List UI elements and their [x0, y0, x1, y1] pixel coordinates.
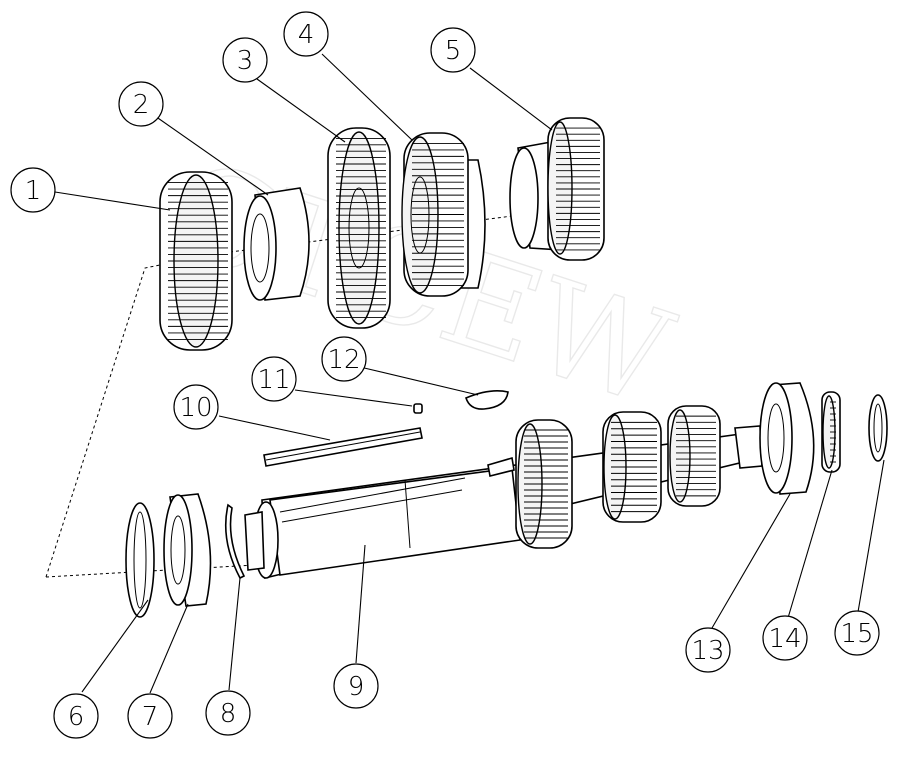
svg-text:13: 13 — [691, 636, 724, 666]
svg-text:5: 5 — [445, 36, 462, 66]
callout-14: 14 — [762, 615, 808, 661]
svg-text:4: 4 — [298, 20, 315, 50]
svg-text:12: 12 — [327, 345, 360, 375]
svg-text:11: 11 — [257, 365, 290, 395]
callout-1: 1 — [10, 167, 56, 213]
gear-teeth — [412, 143, 464, 286]
callout-10: 10 — [173, 384, 219, 430]
ring-6 — [125, 502, 155, 618]
gear-teeth — [524, 429, 568, 539]
svg-text:9: 9 — [348, 672, 365, 702]
gear-teeth — [168, 182, 228, 340]
callout-2: 2 — [118, 81, 164, 127]
callout-7: 7 — [127, 693, 173, 739]
circlip-8 — [224, 503, 246, 580]
assembly-dashed-line — [45, 261, 176, 578]
svg-text:10: 10 — [179, 393, 212, 423]
gear-teeth — [336, 137, 386, 319]
gear-teeth — [556, 127, 600, 251]
bearing-7 — [163, 493, 212, 607]
callout-15: 15 — [834, 610, 880, 656]
svg-text:1: 1 — [25, 176, 42, 206]
svg-text:14: 14 — [768, 624, 801, 654]
gear-teeth — [611, 421, 657, 513]
svg-text:6: 6 — [68, 702, 85, 732]
bearing-13 — [759, 382, 815, 495]
callout-9: 9 — [333, 663, 379, 709]
washer-15 — [868, 394, 888, 462]
pin-11 — [413, 403, 423, 414]
svg-text:8: 8 — [220, 699, 237, 729]
bushing-2 — [243, 187, 310, 301]
svg-text:2: 2 — [133, 90, 150, 120]
callout-12: 12 — [321, 336, 367, 382]
callout-5: 5 — [430, 27, 476, 73]
strip-10 — [263, 427, 423, 467]
leader-lines — [54, 53, 885, 694]
gear-teeth — [830, 401, 836, 463]
svg-text:15: 15 — [840, 619, 873, 649]
shaft-gear-b — [602, 411, 662, 523]
svg-text:7: 7 — [142, 702, 159, 732]
gear-teeth — [676, 415, 716, 497]
svg-text:3: 3 — [237, 46, 254, 76]
shaft-gear-c — [667, 405, 721, 507]
callout-4: 4 — [283, 11, 329, 57]
callout-13: 13 — [685, 627, 731, 673]
key-12 — [465, 390, 509, 410]
callout-6: 6 — [53, 693, 99, 739]
callout-8: 8 — [205, 690, 251, 736]
callout-11: 11 — [251, 356, 297, 402]
callout-3: 3 — [222, 37, 268, 83]
